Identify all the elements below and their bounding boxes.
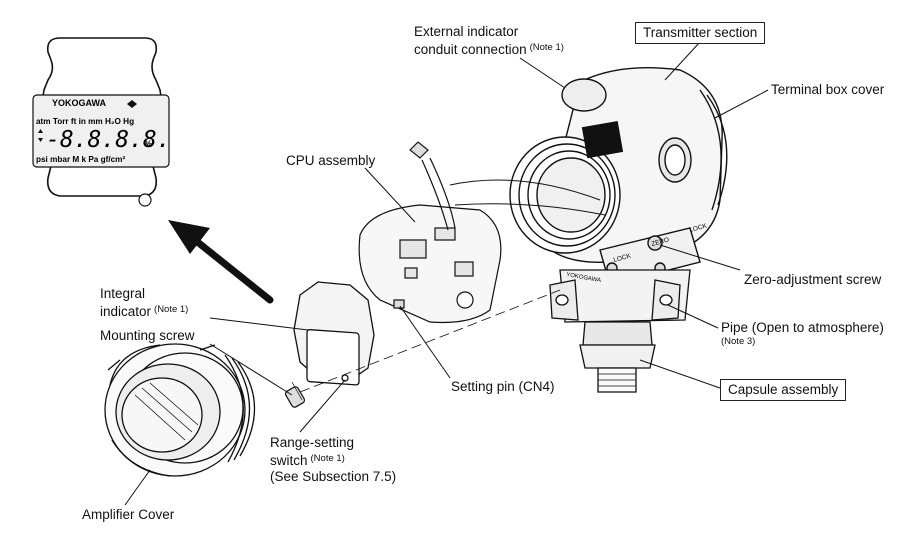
cpu-assembly-label: CPU assembly (286, 153, 376, 168)
display-units-bottom: psi mbar M k Pa gf/cm² (36, 155, 125, 164)
cpu-assembly-part (358, 141, 502, 324)
pipe-label: Pipe (Open to atmosphere) (Note 3) (721, 320, 884, 347)
housing-lock-mark-1: LOCK (689, 222, 709, 234)
range-switch-text-2: switch (270, 453, 308, 468)
integral-indicator-text-2: indicator (100, 304, 152, 319)
capsule-assembly-part (549, 269, 691, 393)
range-switch-note: (Note 1) (310, 453, 345, 464)
range-setting-switch-label: Range-setting switch(Note 1) (See Subsec… (270, 435, 396, 485)
down-arrow-icon (38, 138, 43, 142)
terminal-box-cover-label: Terminal box cover (771, 82, 885, 97)
housing-zero-mark: ZERO (651, 236, 670, 247)
transmitter-section-label: Transmitter section (635, 22, 766, 44)
display-percent: % (144, 139, 152, 149)
integral-indicator-display: YOKOGAWA atm Torr ft in mm H₂O Hg -8.8.8… (32, 37, 171, 207)
setting-pin-part (393, 299, 405, 309)
indicator-hole-icon (138, 193, 152, 207)
external-indicator-text-1: External indicator (414, 24, 519, 39)
mounting-screw-part (284, 381, 306, 408)
indicator-brand: YOKOGAWA (52, 98, 107, 108)
assembly-axis (299, 289, 561, 393)
integral-indicator-note: (Note 1) (154, 304, 189, 315)
integral-indicator-part (293, 281, 375, 386)
setting-pin-label: Setting pin (CN4) (451, 379, 555, 394)
leader-lines (124, 41, 769, 506)
pipe-text: Pipe (Open to atmosphere) (721, 320, 884, 335)
amplifier-cover-part (104, 343, 256, 477)
brand-diamond-icon (127, 100, 137, 108)
pointer-arrow (168, 220, 274, 304)
zero-adjustment-screw-label: Zero-adjustment screw (744, 272, 882, 287)
external-indicator-note: (Note 1) (529, 42, 564, 53)
display-digits: -8.8.8.8. (46, 127, 171, 153)
range-switch-text-3: (See Subsection 7.5) (270, 469, 397, 484)
external-indicator-text-2: conduit connection (414, 42, 527, 57)
range-switch-text-1: Range-setting (270, 435, 355, 450)
capsule-assembly-label: Capsule assembly (720, 379, 847, 401)
integral-indicator-text-1: Integral (100, 286, 146, 301)
amplifier-cover-label: Amplifier Cover (82, 507, 175, 522)
housing-lock-mark-2: LOCK (613, 252, 633, 264)
external-indicator-label: External indicator conduit connection(No… (414, 24, 564, 58)
display-units-top: atm Torr ft in mm H₂O Hg (36, 117, 134, 126)
transmitter-housing-part (449, 67, 728, 286)
mounting-screw-label: Mounting screw (100, 328, 195, 343)
up-arrow-icon (38, 129, 43, 133)
integral-indicator-label: Integral indicator(Note 1) (100, 286, 188, 320)
pipe-note: (Note 3) (721, 336, 756, 347)
